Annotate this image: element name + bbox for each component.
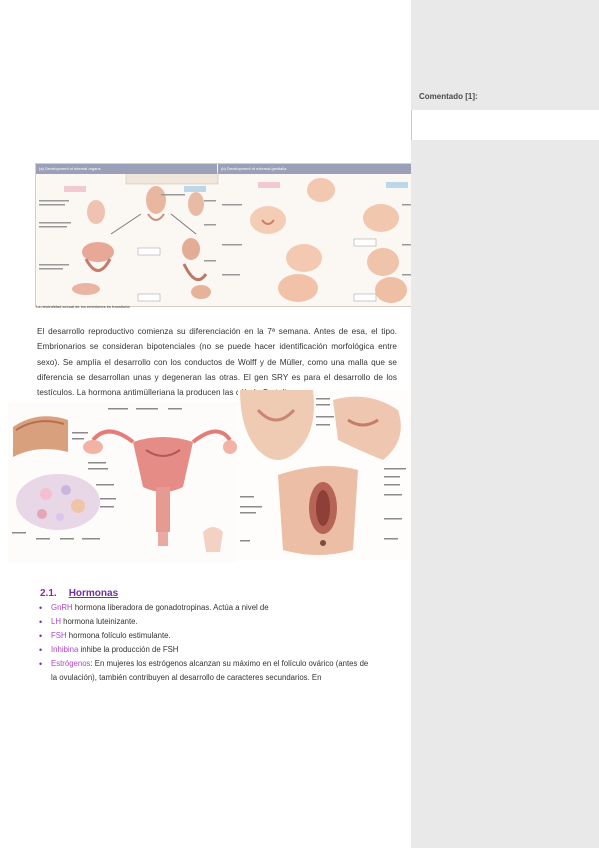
list-item: LH hormona luteinizante. [37, 615, 369, 629]
term-estrogenos: Estrógenos [51, 659, 91, 669]
internal-anatomy-figure [8, 402, 238, 562]
term-lh: LH [51, 617, 61, 627]
document-page: (a) Development of internal organs (b) D… [0, 0, 411, 848]
external-genitalia-header: (b) Development of external genitalia [218, 164, 421, 174]
fetal-development-figure: (a) Development of internal organs (b) D… [35, 163, 422, 307]
list-item: Estrógenos: En mujeres los estrógenos al… [37, 657, 369, 685]
list-item: GnRH hormona liberadora de gonadotropina… [37, 601, 369, 615]
section-title: Hormonas [68, 588, 119, 599]
term-description: : En mujeres los estrógenos alcanzan su … [51, 659, 369, 683]
section-heading: 2.1. Hormonas [40, 588, 118, 599]
uterus-ovary-illustration [12, 408, 237, 552]
comment-anchor-line [411, 110, 412, 140]
list-item: Inhibina inhibe la producción de FSH [37, 643, 369, 657]
term-description: hormona folículo estimulante. [66, 631, 171, 641]
section-number: 2.1. [40, 588, 57, 599]
list-item: FSH hormona folículo estimulante. [37, 629, 369, 643]
term-inhibina: Inhibina [51, 645, 79, 655]
term-gnrh: GnRH [51, 603, 73, 612]
term-description: hormona luteinizante. [60, 617, 138, 627]
fetal-development-illustration [36, 164, 421, 303]
comments-sidebar [411, 0, 599, 848]
figure1-caption: La neutralidad sexual de los embriones e… [36, 304, 130, 309]
external-genitalia-figure [238, 390, 413, 560]
term-fsh: FSH [51, 631, 67, 641]
term-description: inhibe la producción de FSH [78, 645, 179, 655]
term-description: hormona liberadora de gonadotropinas. Ac… [72, 603, 269, 612]
hormone-list: GnRH hormona liberadora de gonadotropina… [37, 601, 369, 686]
vulva-illustration [240, 390, 406, 555]
comment-label: Comentado [1]: [419, 92, 478, 101]
internal-organs-header: (a) Development of internal organs [36, 164, 217, 174]
paragraph-reproductive-development: El desarrollo reproductivo comienza su d… [37, 327, 397, 398]
comment-box[interactable] [412, 110, 599, 140]
